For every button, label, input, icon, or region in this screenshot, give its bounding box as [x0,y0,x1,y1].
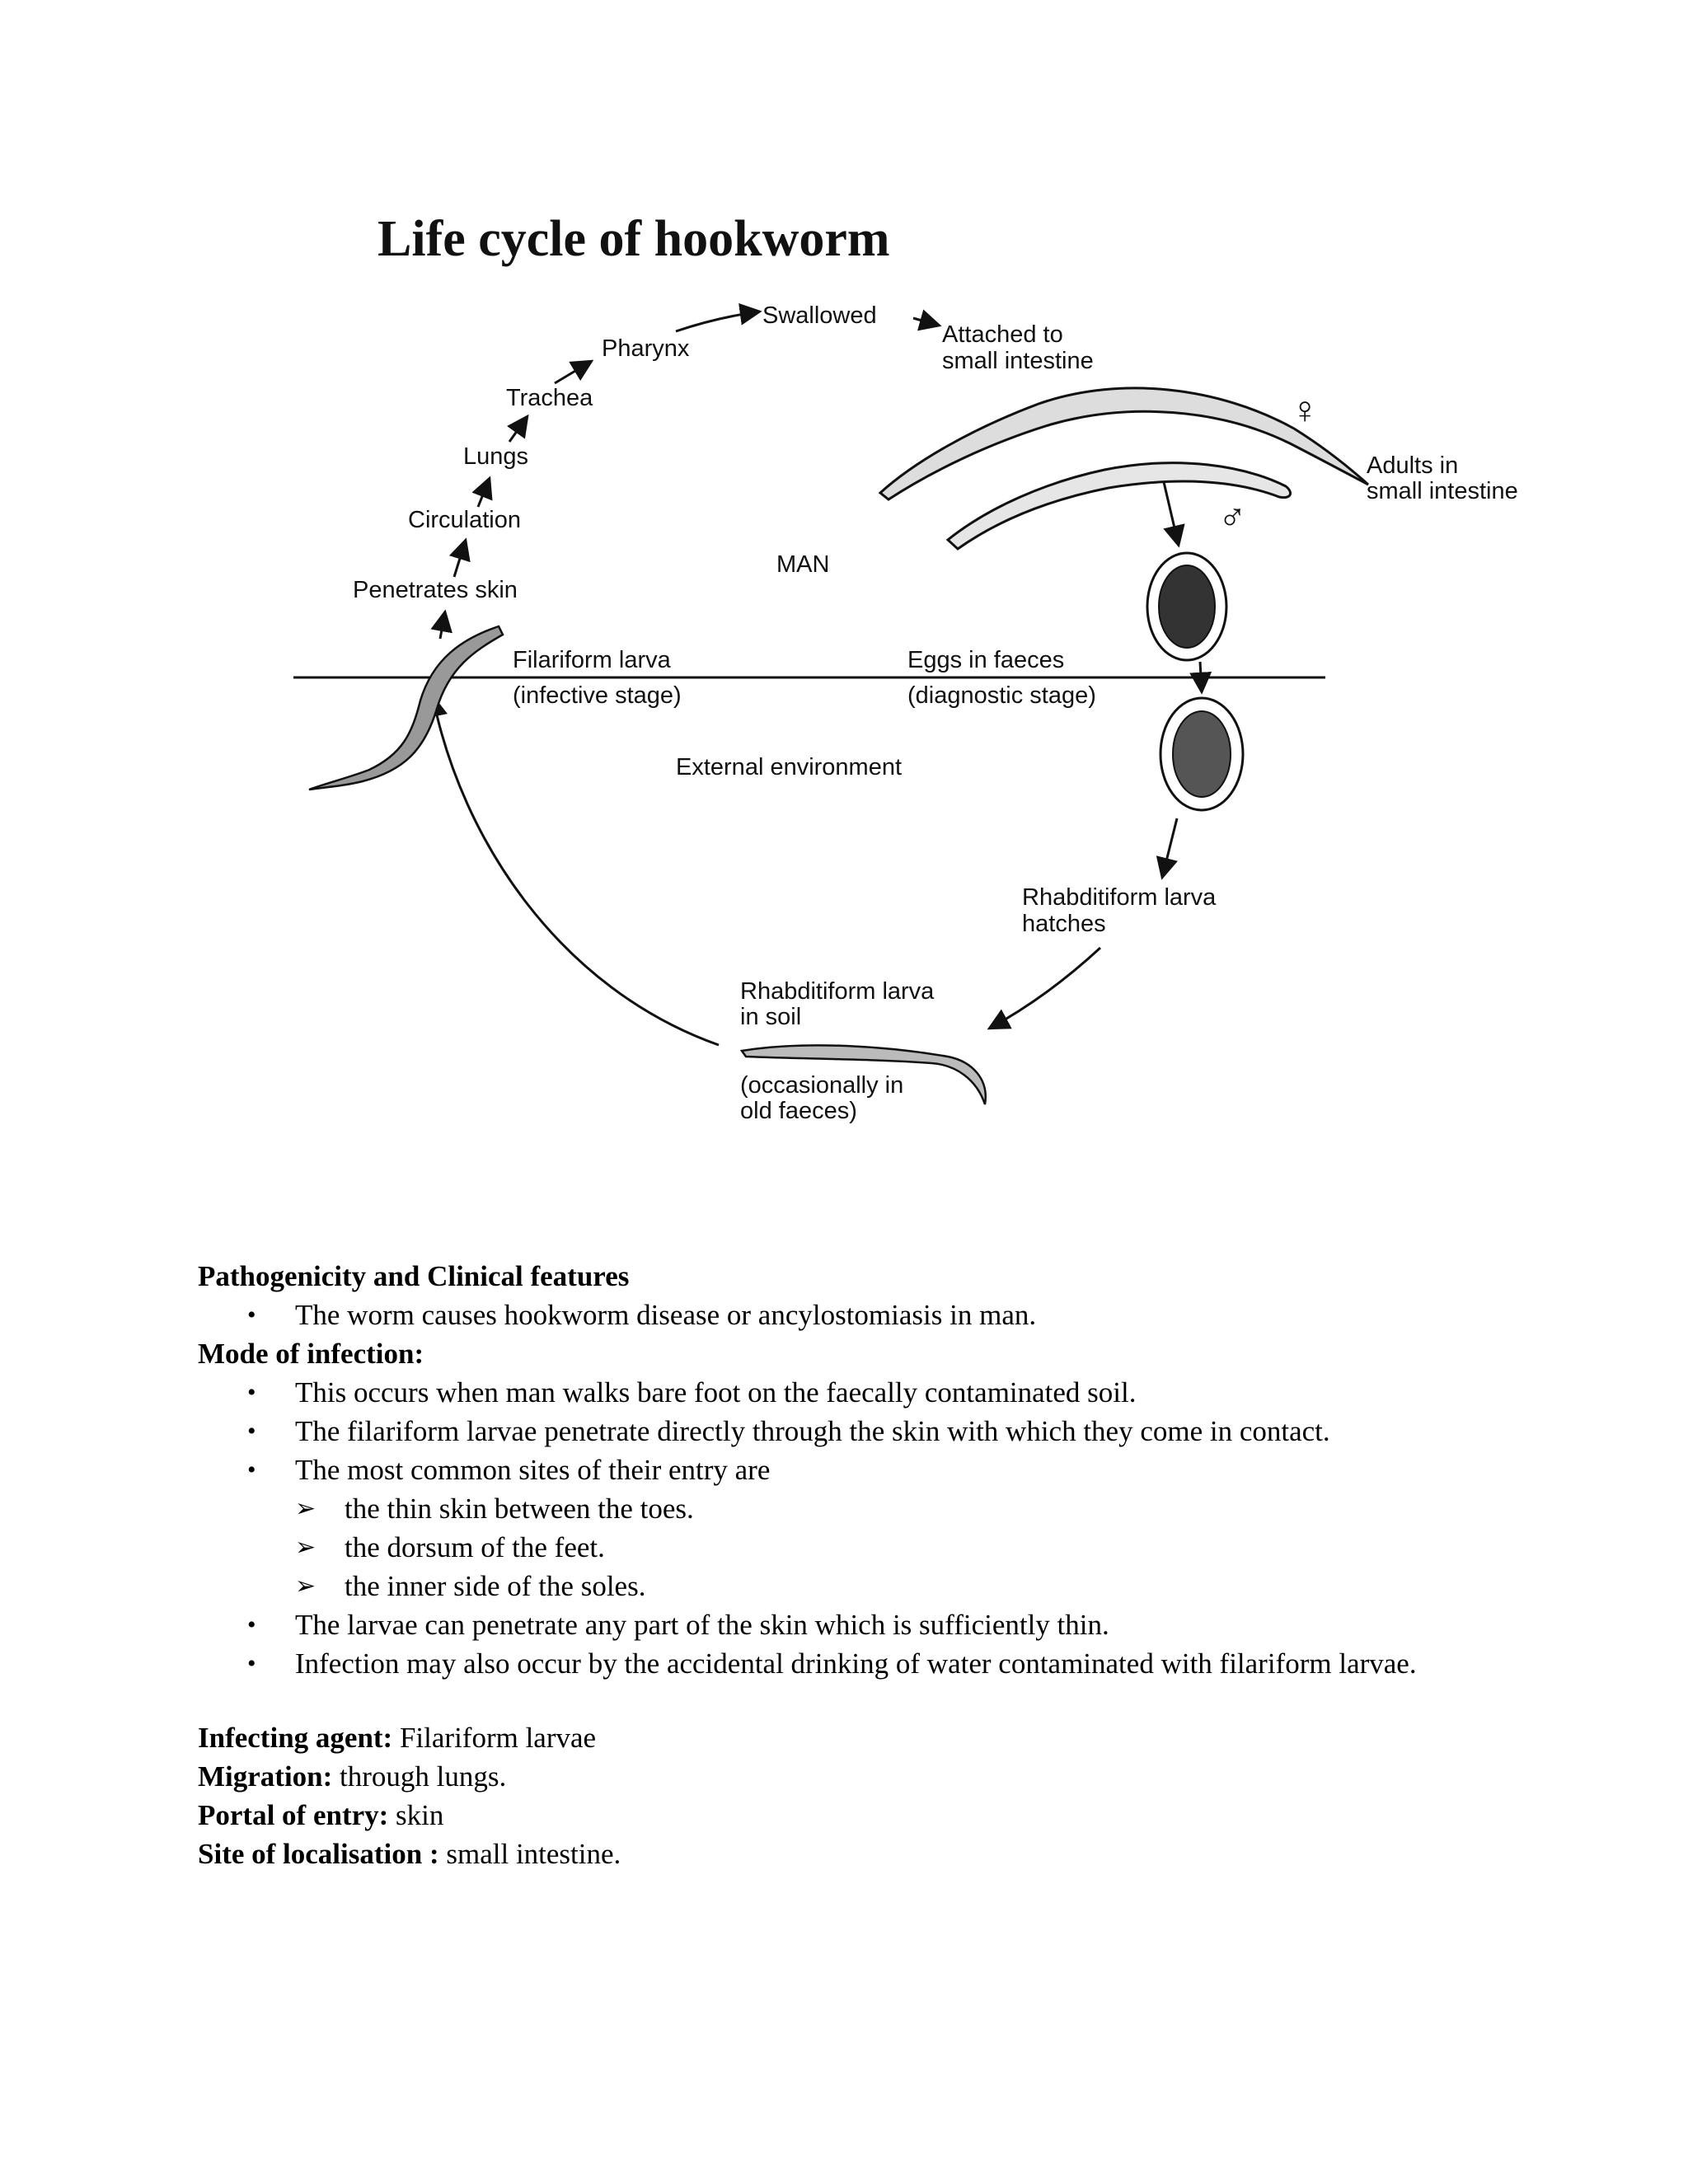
arrow-to-swallowed [675,302,762,333]
list-item: This occurs when man walks bare foot on … [247,1373,1484,1412]
fact-key: Site of localisation : [198,1838,439,1870]
label-trachea: Trachea [506,385,593,411]
label-adults-1: Adults in [1367,452,1458,479]
label-man: MAN [776,551,829,578]
fact-key: Infecting agent: [198,1722,393,1754]
label-attached-2: small intestine [942,348,1094,374]
arrow-to-rhab-hatches [1156,818,1179,880]
label-external-environment: External environment [676,754,902,780]
arrow-to-lungs [471,476,493,508]
label-rhab-soil-2: in soil [740,1004,801,1030]
arrow-to-filariform [425,694,720,1047]
female-symbol: ♀ [1291,388,1320,431]
label-occasionally-2: old faeces) [740,1098,857,1124]
label-eggs-1: Eggs in faeces [907,647,1064,673]
list-item: The most common sites of their entry are… [247,1451,1484,1605]
fact-value: small intestine. [438,1838,621,1870]
fact-key: Portal of entry: [198,1799,389,1831]
label-attached-1: Attached to [942,321,1063,348]
mode-heading: Mode of infection: [198,1338,424,1370]
fact-migration: Migration: through lungs. [198,1757,1484,1796]
adult-worms-illustration [878,387,1370,551]
sub-list-item: the inner side of the soles. [295,1567,1484,1605]
entry-sites-list: the thin skin between the toes. the dors… [295,1489,1484,1605]
label-circulation: Circulation [408,507,521,533]
label-penetrates-skin: Penetrates skin [353,577,518,603]
diagram-title: Life cycle of hookworm [377,211,890,267]
label-rhab-soil-1: Rhabditiform larva [740,978,935,1005]
fact-value: through lungs. [332,1760,507,1793]
fact-value: skin [388,1799,444,1831]
label-lungs: Lungs [463,443,528,470]
fact-infecting-agent: Infecting agent: Filariform larvae [198,1718,1484,1757]
pathogenicity-list: The worm causes hookworm disease or ancy… [198,1296,1484,1334]
fact-key: Migration: [198,1760,333,1793]
label-adults-2: small intestine [1367,478,1518,504]
list-item: The filariform larvae penetrate directly… [247,1412,1484,1451]
arrow-to-egg [1162,481,1185,548]
document-text: Pathogenicity and Clinical features The … [198,1257,1484,1873]
arrow-to-embryonated-egg [1189,661,1212,695]
rhabditiform-larva-illustration [739,1044,987,1105]
arrow-to-rhab-soil [987,946,1102,1030]
arrow-to-penetrates [430,609,452,640]
fact-site-of-localisation: Site of localisation : small intestine. [198,1835,1484,1873]
label-pharynx: Pharynx [602,335,690,362]
fact-value: Filariform larvae [392,1722,597,1754]
egg-in-faeces-illustration [1146,551,1228,662]
list-item-text: The most common sites of their entry are [295,1454,771,1486]
list-item: The larvae can penetrate any part of the… [247,1605,1484,1644]
label-filariform-2: (infective stage) [513,682,682,709]
label-rhab-hatches-2: hatches [1022,911,1106,937]
male-symbol: ♂ [1218,495,1247,538]
arrow-to-pharynx [554,359,594,385]
sub-list-item: the thin skin between the toes. [295,1489,1484,1528]
label-occasionally-1: (occasionally in [740,1072,903,1099]
label-swallowed: Swallowed [762,302,877,329]
sub-list-item: the dorsum of the feet. [295,1528,1484,1567]
label-filariform-1: Filariform larva [513,647,672,673]
embryonated-egg-illustration [1159,696,1245,812]
filariform-larva-illustration [308,625,504,791]
pathogenicity-heading: Pathogenicity and Clinical features [198,1260,630,1292]
fact-portal-of-entry: Portal of entry: skin [198,1796,1484,1835]
arrow-to-attached [912,309,942,331]
list-item: The worm causes hookworm disease or ancy… [247,1296,1484,1334]
label-eggs-2: (diagnostic stage) [907,682,1096,709]
list-item: Infection may also occur by the accident… [247,1644,1484,1683]
arrow-to-trachea [506,414,529,443]
hookworm-life-cycle-diagram: Life cycle of hookworm Swallowed Attache… [293,211,1518,1124]
label-rhab-hatches-1: Rhabditiform larva [1022,884,1217,911]
mode-list: This occurs when man walks bare foot on … [198,1373,1484,1683]
arrow-to-circulation [448,537,471,578]
